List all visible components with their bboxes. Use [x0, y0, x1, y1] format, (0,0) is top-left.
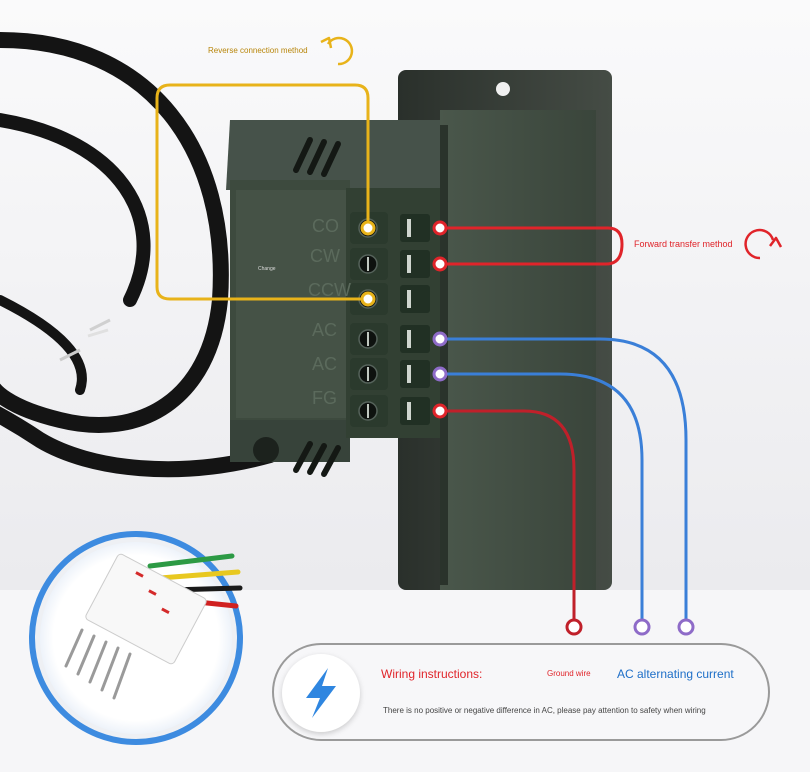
- terminal-pin-slot: [400, 360, 430, 388]
- terminal-pin-slot: [400, 250, 430, 278]
- reverse-connection-label: Reverse connection method: [208, 46, 308, 55]
- terminal-blade: [407, 365, 411, 383]
- ground-wire: [440, 409, 576, 620]
- reverse-wire: [155, 83, 370, 301]
- mark-ac-1: AC: [312, 320, 337, 340]
- change-label: Change: [258, 266, 276, 272]
- safety-note: There is no positive or negative differe…: [383, 706, 706, 715]
- terminal-blade: [407, 330, 411, 348]
- clockwise-arrow-icon: [744, 228, 783, 260]
- terminal-pin-slot: [400, 285, 430, 313]
- terminal-pin-slot: [400, 397, 430, 425]
- terminal-blade: [407, 255, 411, 273]
- vent-slots: [293, 137, 341, 477]
- connector-closeup: [29, 531, 243, 745]
- mark-fg: FG: [312, 388, 337, 408]
- terminal-blade: [407, 290, 411, 308]
- wire-ends: [59, 318, 111, 362]
- mark-cw: CW: [310, 246, 340, 266]
- terminal-pin-slot: [400, 214, 430, 242]
- mark-co: CO: [312, 216, 339, 236]
- terminal-blade: [407, 402, 411, 420]
- housing-markings: CO CW CCW AC AC FG: [308, 216, 351, 408]
- wiring-instructions-title: Wiring instructions:: [381, 667, 483, 681]
- mark-ac-2: AC: [312, 354, 337, 374]
- ac-wire-1: [440, 337, 688, 620]
- forward-transfer-label: Forward transfer method: [634, 239, 733, 249]
- counterclockwise-arrow-icon: [320, 36, 354, 66]
- ground-wire-label: Ground wire: [547, 669, 591, 678]
- ac-current-label: AC alternating current: [617, 667, 734, 681]
- terminal-blade: [407, 219, 411, 237]
- forward-wire: [440, 226, 624, 266]
- mark-ccw: CCW: [308, 280, 351, 300]
- connection-dots: [360, 220, 695, 636]
- lightning-bolt-icon: [306, 668, 336, 718]
- power-cable: [0, 32, 278, 478]
- terminal-pin-slot: [400, 325, 430, 353]
- ac-wire-2: [440, 372, 644, 620]
